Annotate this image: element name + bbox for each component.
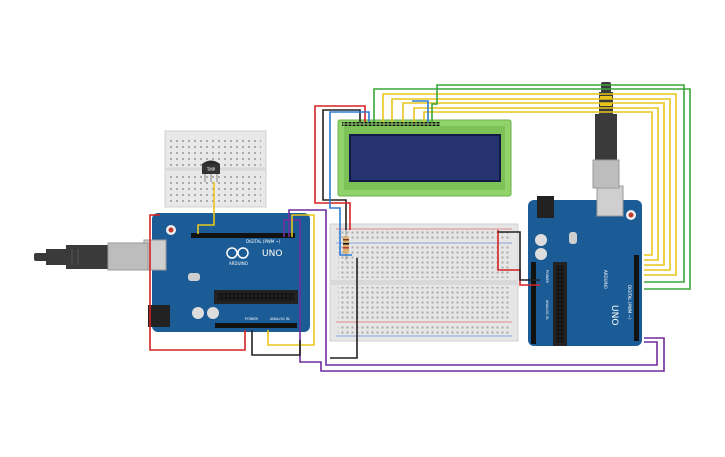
wire-lcd-yellow-2 <box>391 98 671 271</box>
wire-red-5v <box>149 214 246 351</box>
wire-lcd-yellow-5 <box>423 111 653 256</box>
sensor-label: TMP <box>206 167 216 172</box>
wire-lcd-blue-2 <box>412 100 429 122</box>
wire-black-gnd <box>251 330 301 356</box>
uno-label-right: UNO <box>609 305 619 325</box>
resistor[interactable] <box>343 230 349 260</box>
digital-label-left: DIGITAL (PWM ~) <box>246 239 281 244</box>
digital-label-right: DIGITAL (PWM ~) <box>627 285 632 320</box>
arduino-uno-right[interactable]: UNO ARDUINO DIGITAL (PWM ~) POWER ANALOG… <box>528 185 642 346</box>
usb-cable-left <box>34 242 149 271</box>
wire-lcd-yellow-1 <box>382 93 677 276</box>
analog-label-left: ANALOG IN <box>270 317 290 321</box>
wire-purple-2 <box>288 209 658 366</box>
breadboard[interactable] <box>329 223 519 342</box>
wire-yellow-analog <box>267 214 315 346</box>
wire-lcd-yellow-4 <box>413 107 659 261</box>
lcd-display[interactable] <box>337 119 512 197</box>
wire-sensor-signal <box>197 182 215 234</box>
uno-label-left: UNO <box>262 249 282 259</box>
wire-breadboard-gnd <box>498 231 540 281</box>
analog-label-right: ANALOG IN <box>545 300 549 320</box>
wire-lcd-yellow-3 <box>402 102 665 266</box>
power-label-left: POWER <box>245 317 259 321</box>
arduino-label-right: ARDUINO <box>603 270 608 289</box>
wire-lcd-green-1 <box>373 88 691 290</box>
wire-lcd-blue <box>329 111 370 256</box>
wire-breadboard-gnd-2 <box>330 258 358 359</box>
wire-lcd-vcc <box>314 105 366 230</box>
arduino-uno-left[interactable]: UNO ARDUINO DIGITAL (PWM ~) POWER ANALOG… <box>143 213 310 332</box>
mini-breadboard[interactable] <box>164 130 267 208</box>
arduino-label-left: ARDUINO <box>229 261 248 266</box>
power-label-right: POWER <box>545 270 549 284</box>
wire-lcd-green-2 <box>431 84 685 283</box>
wires <box>149 84 691 372</box>
usb-cable-right <box>592 82 620 189</box>
temperature-sensor[interactable]: TMP <box>202 160 220 183</box>
